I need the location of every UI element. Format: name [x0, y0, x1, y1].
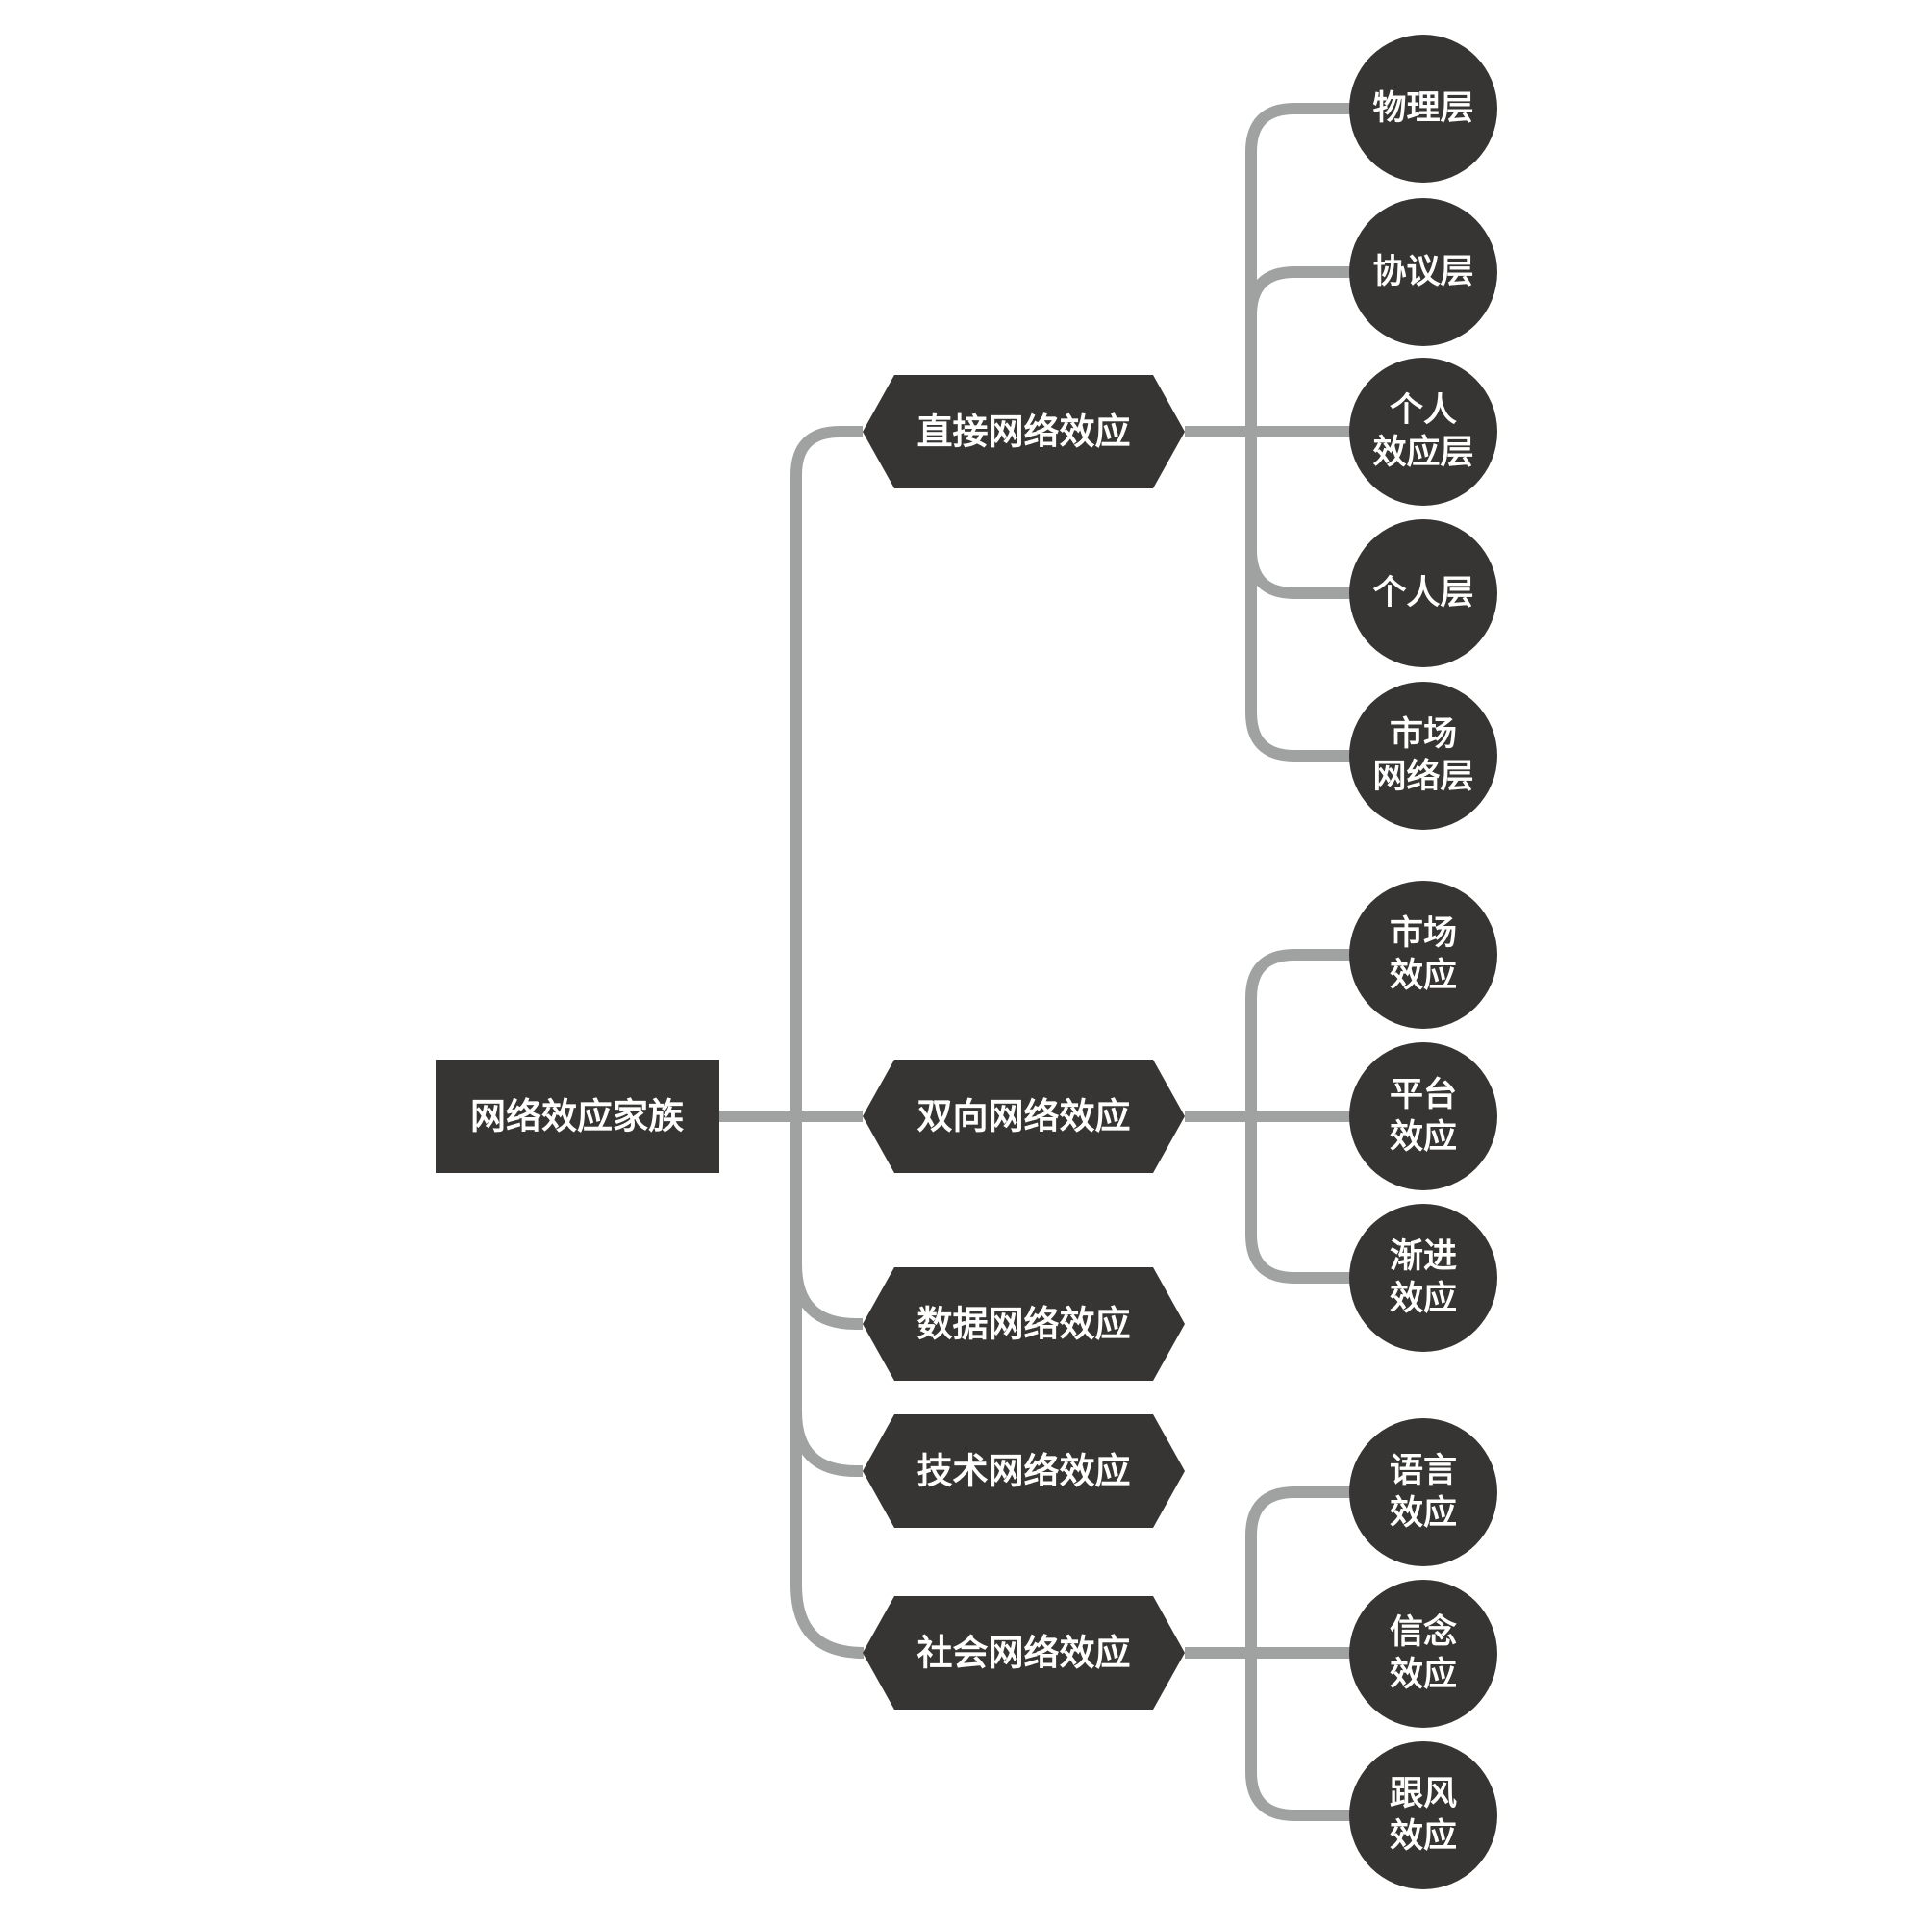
leaf-label: 网络层 — [1372, 757, 1473, 796]
branch-label: 直接网络效应 — [917, 412, 1131, 453]
leaf-label: 效应 — [1390, 1655, 1457, 1694]
leaf-label: 效应层 — [1372, 433, 1473, 472]
leaf-label: 效应 — [1390, 956, 1457, 995]
sub-trunk-connector — [1245, 1486, 1351, 1821]
sub-trunk-connector — [1245, 949, 1351, 1284]
leaf-label: 市场 — [1390, 914, 1457, 953]
leaf-circle[interactable] — [1349, 519, 1497, 667]
trunk-connector — [790, 426, 865, 1659]
branch-label: 数据网络效应 — [917, 1304, 1131, 1345]
branch-label: 社会网络效应 — [917, 1633, 1131, 1674]
leaf-circle[interactable] — [1349, 1418, 1497, 1566]
leaf-connector — [1245, 549, 1351, 599]
leaf-label: 效应 — [1390, 1279, 1457, 1318]
leaf-label: 信念 — [1390, 1612, 1457, 1652]
leaf-connector — [1245, 266, 1351, 316]
leaf-circle[interactable] — [1349, 881, 1497, 1029]
branch-label: 技术网络效应 — [917, 1451, 1131, 1492]
branch-label: 双向网络效应 — [917, 1096, 1131, 1137]
leaf-node[interactable]: 协议层 — [1349, 198, 1497, 346]
branch-hexagon[interactable] — [863, 375, 1185, 488]
leaf-label: 跟风 — [1390, 1775, 1457, 1813]
leaf-node[interactable]: 物理层 — [1349, 35, 1497, 183]
leaf-circle[interactable] — [1349, 198, 1497, 346]
leaf-circle[interactable] — [1349, 358, 1497, 506]
leaf-circle[interactable] — [1349, 1204, 1497, 1352]
branch-node[interactable]: 数据网络效应 — [863, 1267, 1185, 1381]
root-box[interactable] — [436, 1060, 719, 1173]
branch-connector — [790, 1263, 863, 1330]
leaf-label: 个人层 — [1372, 574, 1473, 612]
branch-node[interactable]: 技术网络效应 — [863, 1414, 1185, 1528]
branch-hexagon[interactable] — [863, 1267, 1185, 1381]
leaf-circle[interactable] — [1349, 1741, 1497, 1889]
leaf-label: 平台 — [1390, 1076, 1457, 1114]
leaf-circle[interactable] — [1349, 1580, 1497, 1728]
leaf-label: 语言 — [1390, 1452, 1457, 1490]
leaf-label: 效应 — [1390, 1117, 1457, 1157]
root-node[interactable]: 网络效应家族 — [436, 1060, 719, 1173]
branch-node[interactable]: 双向网络效应 — [863, 1060, 1185, 1173]
branch-hexagon[interactable] — [863, 1414, 1185, 1528]
leaf-label: 市场 — [1390, 715, 1457, 754]
branch-connector — [790, 1411, 863, 1477]
leaf-node[interactable]: 个人层 — [1349, 519, 1497, 667]
leaf-circle[interactable] — [1349, 682, 1497, 830]
root-label: 网络效应家族 — [470, 1096, 684, 1137]
leaf-circle[interactable] — [1349, 35, 1497, 183]
leaf-label: 效应 — [1390, 1493, 1457, 1533]
connectors — [719, 103, 1351, 1821]
leaf-label: 效应 — [1390, 1816, 1457, 1856]
leaf-label: 协议层 — [1372, 253, 1473, 291]
leaf-label: 渐进 — [1390, 1237, 1457, 1276]
branch-node[interactable]: 直接网络效应 — [863, 375, 1185, 488]
branch-hexagon[interactable] — [863, 1596, 1185, 1710]
branch-hexagon[interactable] — [863, 1060, 1185, 1173]
leaf-circle[interactable] — [1349, 1042, 1497, 1190]
leaf-label: 物理层 — [1372, 89, 1473, 128]
leaf-label: 个人 — [1390, 391, 1457, 430]
sub-trunk-connector — [1245, 103, 1351, 762]
branch-node[interactable]: 社会网络效应 — [863, 1596, 1185, 1710]
nodes: 网络效应家族 直接网络效应物理层协议层个人效应层个人层市场网络层双向网络效应市场… — [436, 35, 1497, 1889]
